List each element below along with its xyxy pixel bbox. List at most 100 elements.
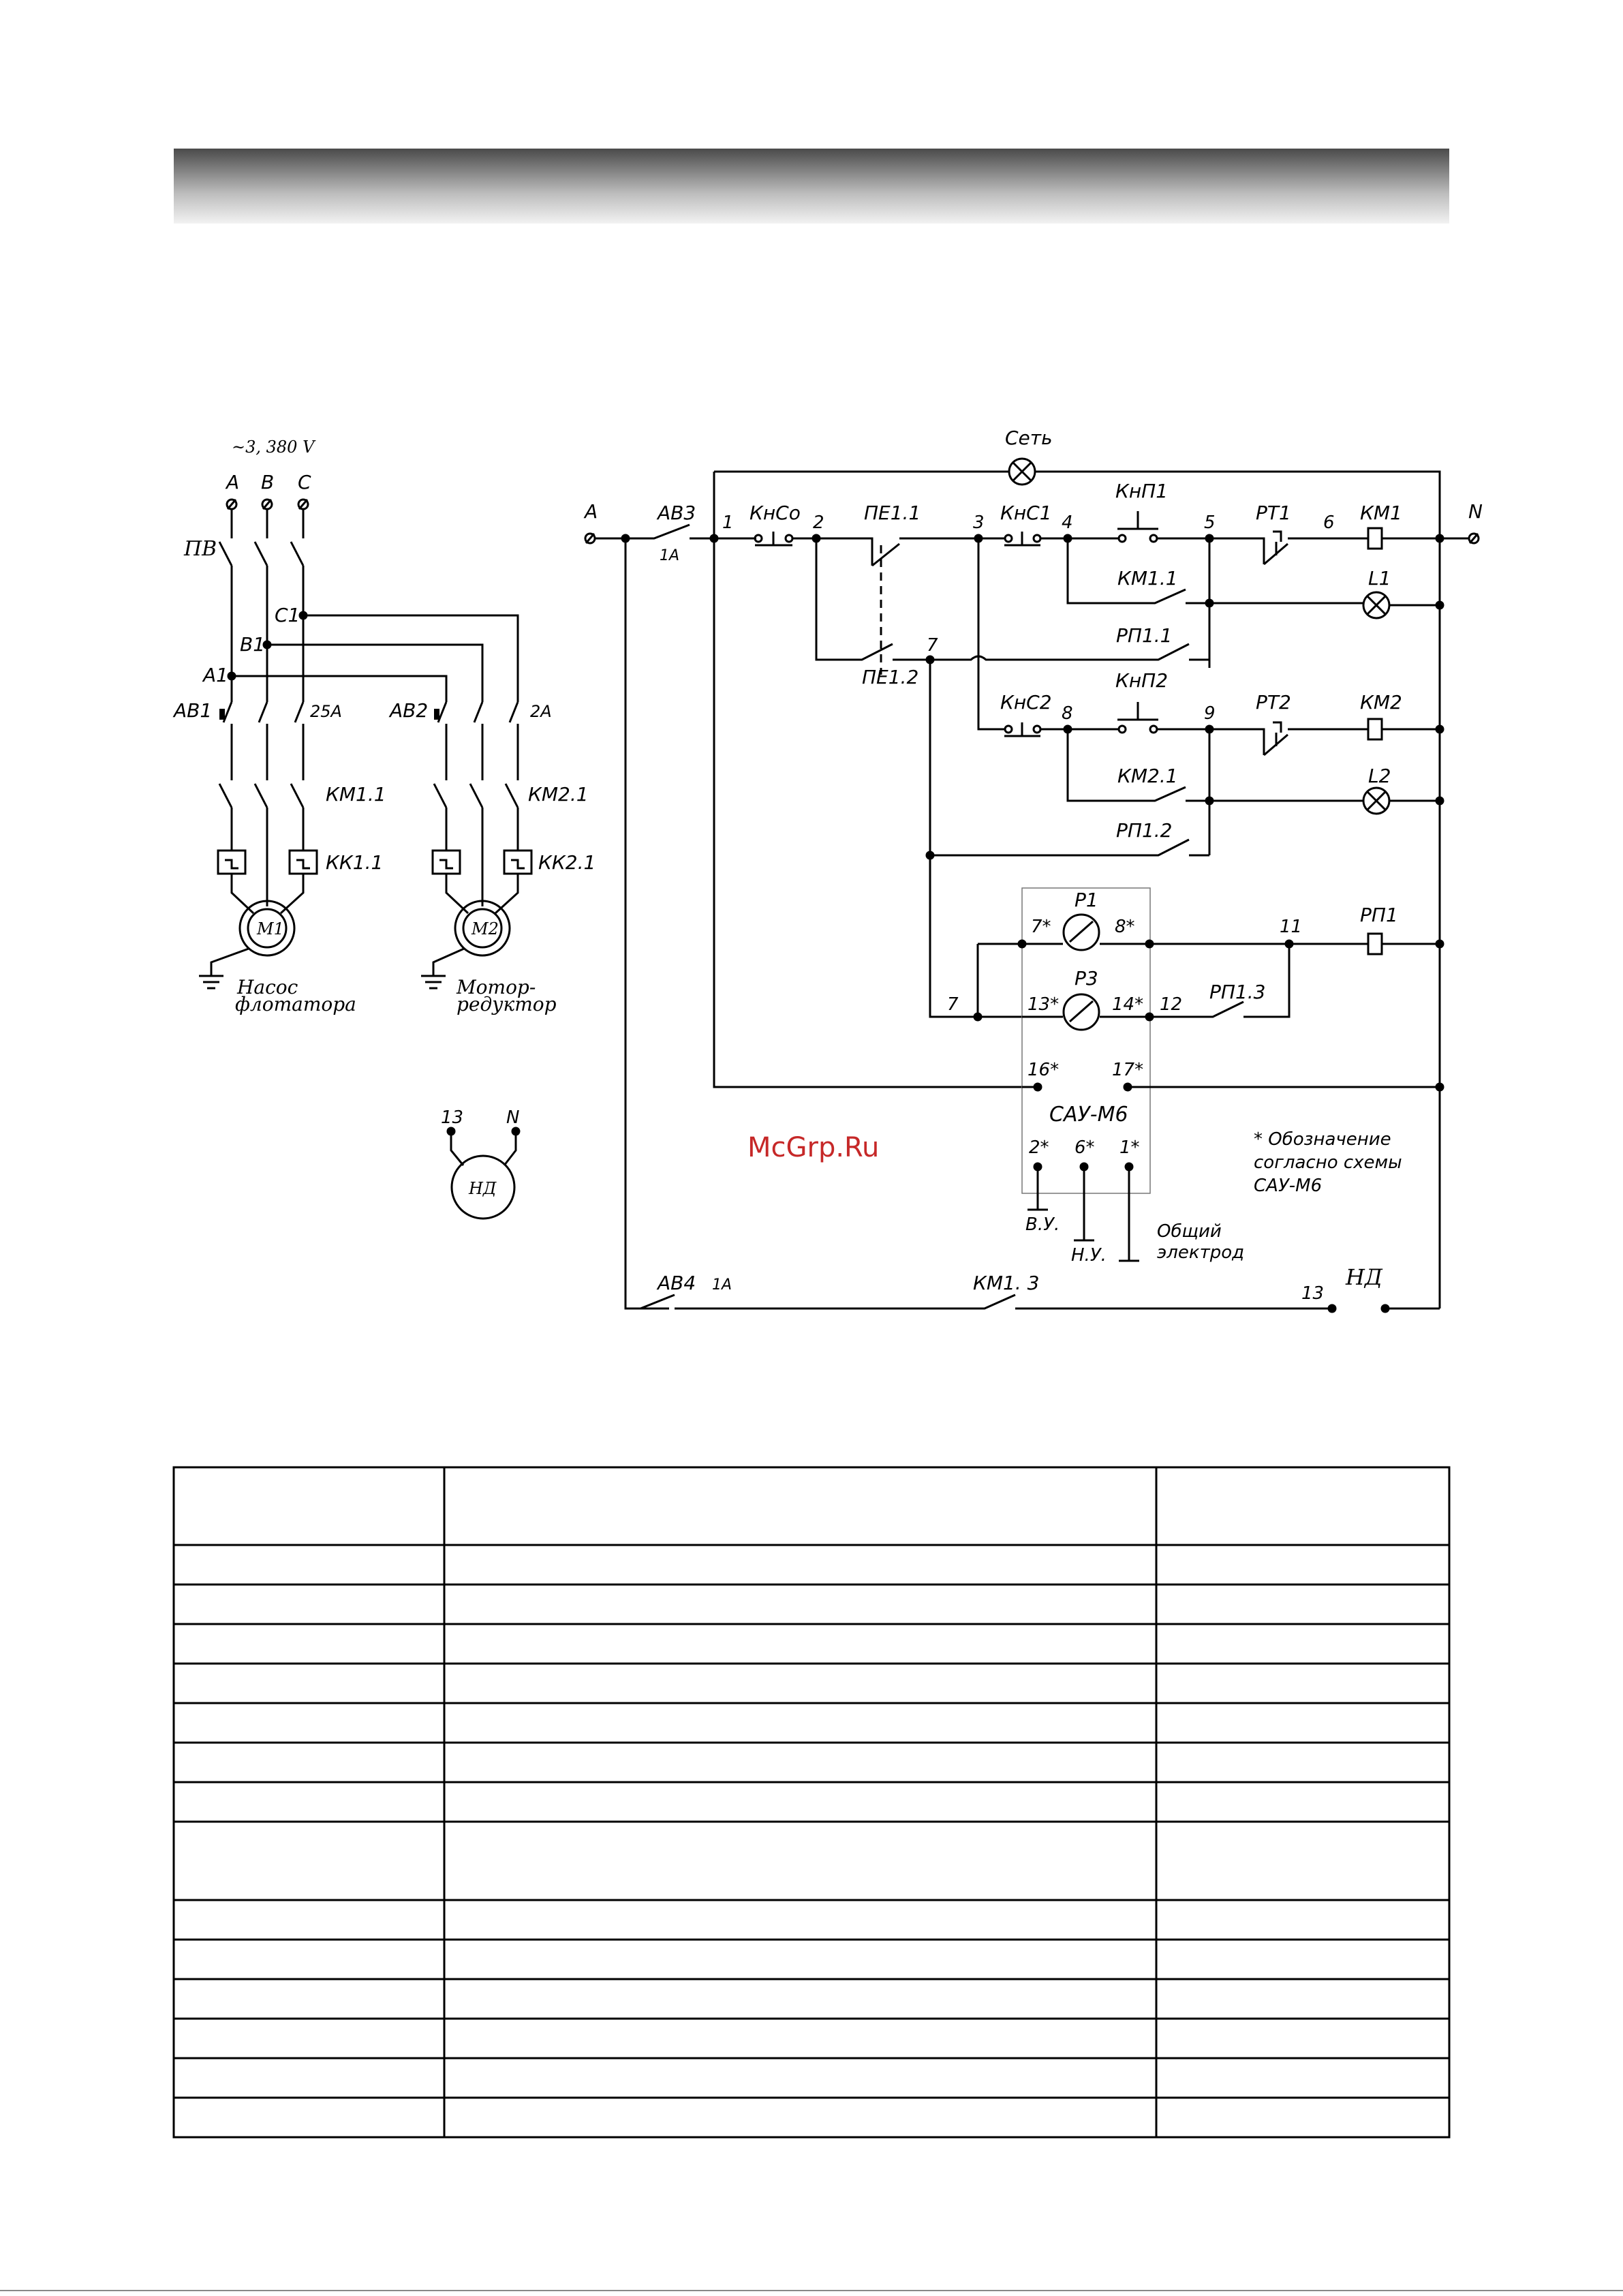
c1-label: C1 xyxy=(275,604,300,626)
supply-label: ~3, 380 V xyxy=(232,438,316,457)
pin-13: 13* xyxy=(1027,994,1059,1015)
kns1-label: КнС1 xyxy=(1000,502,1052,524)
r3-label: Р3 xyxy=(1075,967,1098,990)
rt2-label: РТ2 xyxy=(1256,691,1291,714)
pv-label: ПВ xyxy=(183,537,217,561)
node-9: 9 xyxy=(1204,703,1216,724)
pump-label-1: Насос xyxy=(236,976,298,998)
nd-terminal-n: N xyxy=(506,1107,519,1128)
nd-motor-label: НД xyxy=(468,1179,497,1198)
node-3: 3 xyxy=(973,512,985,533)
knp1-label: КнП1 xyxy=(1115,480,1168,502)
a-label: A xyxy=(583,500,598,523)
km21-ctrl-label: КМ2.1 xyxy=(1117,765,1178,787)
rt1-label: РТ1 xyxy=(1256,502,1291,524)
note-line-2: согласно схемы xyxy=(1254,1152,1402,1173)
node-6: 6 xyxy=(1323,512,1335,533)
node-5: 5 xyxy=(1204,512,1216,533)
empty-table xyxy=(172,1466,1451,2139)
av4-rating: 1А xyxy=(712,1276,732,1294)
nd-motor-symbol xyxy=(450,1154,516,1220)
motor-m2 xyxy=(454,900,511,957)
node-7-bottom: 7 xyxy=(947,994,959,1015)
node-8: 8 xyxy=(1062,703,1073,724)
pin-14: 14* xyxy=(1112,994,1143,1015)
phase-b-label: B xyxy=(261,471,274,493)
vu-label: В.У. xyxy=(1025,1214,1060,1235)
node-4: 4 xyxy=(1062,512,1073,533)
av4-label: АВ4 xyxy=(656,1272,696,1294)
set-label: Сеть xyxy=(1005,427,1053,449)
bottom-rule xyxy=(0,2290,1623,2291)
m1-label: M1 xyxy=(256,919,284,938)
km21-power-label: КМ2.1 xyxy=(528,783,589,806)
km2-coil xyxy=(1367,718,1383,741)
b1-label: B1 xyxy=(240,633,265,656)
n-label: N xyxy=(1468,500,1483,523)
av1-rating: 25А xyxy=(310,702,342,721)
pin-16: 16* xyxy=(1027,1060,1059,1080)
rp1-coil xyxy=(1367,932,1383,955)
pin-7: 7* xyxy=(1031,917,1051,937)
av2-rating: 2А xyxy=(530,702,552,721)
node-2: 2 xyxy=(813,512,824,533)
rp12-label: РП1.2 xyxy=(1116,819,1172,842)
motor-label-2: редуктор xyxy=(457,993,557,1015)
pin-2: 2* xyxy=(1029,1137,1049,1158)
common-label-2: электрод xyxy=(1157,1242,1244,1263)
set-lamp xyxy=(1008,457,1036,486)
km11-power-label: КМ1.1 xyxy=(326,783,386,806)
km2-label: КМ2 xyxy=(1360,691,1402,714)
kk11-label: КК1.1 xyxy=(326,851,383,874)
knp2-label: КнП2 xyxy=(1115,669,1168,692)
motor-m1 xyxy=(238,900,296,957)
rp1-label: РП1 xyxy=(1360,904,1398,926)
av2-label: АВ2 xyxy=(388,699,428,722)
phase-a-label: A xyxy=(225,471,239,493)
phase-c-label: C xyxy=(298,471,311,493)
av3-label: АВ3 xyxy=(656,502,696,524)
r1-label: Р1 xyxy=(1075,889,1098,911)
pe11-label: ПЕ1.1 xyxy=(864,502,921,524)
km1-label: КМ1 xyxy=(1360,502,1402,524)
km1-coil xyxy=(1367,527,1383,550)
note-line-1: * Обозначение xyxy=(1254,1129,1391,1150)
a1-label: A1 xyxy=(202,664,228,686)
node-12: 12 xyxy=(1160,994,1182,1015)
av3-rating: 1А xyxy=(660,547,679,564)
nd-label: НД xyxy=(1345,1264,1383,1290)
knso-label: КнСо xyxy=(749,502,801,524)
sau-box xyxy=(1021,887,1151,1194)
node-11: 11 xyxy=(1280,917,1302,937)
header-band xyxy=(174,149,1449,224)
r1-contact xyxy=(1062,913,1100,951)
pin-8: 8* xyxy=(1115,917,1135,937)
r3-contact xyxy=(1062,993,1100,1031)
node-1: 1 xyxy=(722,512,734,533)
kk21-label: КК2.1 xyxy=(538,851,596,874)
node-7-top: 7 xyxy=(927,635,938,656)
note-line-3: САУ-М6 xyxy=(1254,1176,1322,1196)
motor-label-1: Мотор- xyxy=(456,976,536,998)
pe12-label: ПЕ1.2 xyxy=(862,666,918,688)
nd-terminal-13: 13 xyxy=(441,1107,463,1128)
m2-label: M2 xyxy=(471,919,499,938)
pump-label-2: флотатора xyxy=(235,993,356,1015)
l1-label: L1 xyxy=(1368,567,1391,590)
watermark: McGrp.Ru xyxy=(747,1132,879,1163)
power-circuit: ~3, 380 V A B C ПВ C1 B1 A1 АВ1 25А xyxy=(172,438,596,1015)
sau-label: САУ-М6 xyxy=(1049,1103,1128,1127)
control-circuit: Сеть A N АВ3 1А 1 КнСо 2 xyxy=(583,427,1483,1313)
pin-1: 1* xyxy=(1119,1137,1140,1158)
common-label-1: Общий xyxy=(1157,1221,1222,1242)
l2-label: L2 xyxy=(1368,765,1391,787)
av1-label: АВ1 xyxy=(172,699,212,722)
pin-17: 17* xyxy=(1112,1060,1143,1080)
km13-label: КМ1. 3 xyxy=(973,1272,1039,1294)
nu-label: Н.У. xyxy=(1071,1245,1107,1266)
km11-ctrl-label: КМ1.1 xyxy=(1117,567,1178,590)
node-13: 13 xyxy=(1301,1283,1324,1304)
kns2-label: КнС2 xyxy=(1000,691,1052,714)
